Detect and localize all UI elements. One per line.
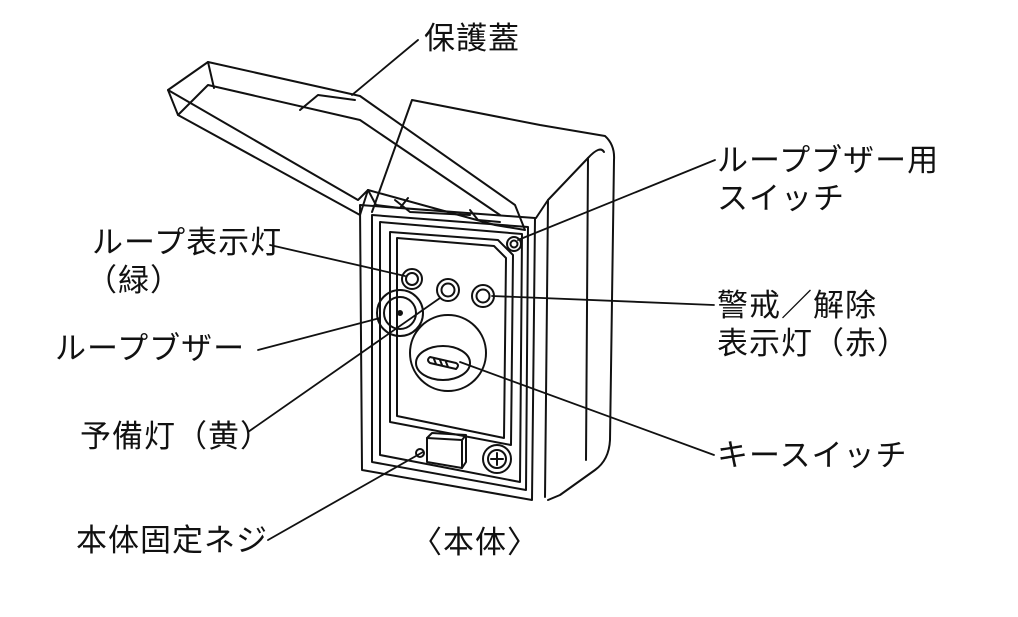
protective-cover	[167, 61, 526, 231]
label-loop-buzzer-switch-line1: ループブザー用	[717, 143, 940, 179]
label-loop-lamp-line2: （緑）	[86, 263, 182, 299]
loop-buzzer-switch-part	[506, 236, 522, 252]
leader-cover	[351, 39, 419, 96]
label-alarm-lamp-line1: 警戒／解除	[717, 288, 877, 324]
leader-loop-buzzer	[257, 317, 381, 351]
leader-loop-buzzer-switch	[517, 159, 716, 241]
bottom-screw-part	[482, 444, 512, 474]
label-loop-lamp-line1: ループ表示灯	[92, 225, 283, 261]
leader-spare-lamp	[247, 297, 441, 433]
leader-alarm-lamp	[491, 295, 715, 306]
label-cover: 保護蓋	[424, 21, 520, 57]
label-key-switch: キースイッチ	[717, 438, 908, 474]
inner-panel	[389, 231, 514, 446]
label-loop-buzzer-switch-line2: スイッチ	[717, 181, 845, 217]
label-spare-lamp: 予備灯（黄）	[80, 419, 272, 455]
label-fixing-screw: 本体固定ネジ	[76, 523, 268, 559]
loop-buzzer-part	[376, 289, 424, 337]
front-bezel	[359, 204, 536, 501]
leader-fixing-screw	[267, 451, 424, 541]
leader-key-switch	[459, 361, 715, 456]
label-alarm-lamp-line2: 表示灯（赤）	[717, 326, 909, 362]
label-loop-buzzer: ループブザー	[55, 331, 246, 367]
fixing-screw-part	[426, 437, 463, 469]
alarm-lamp-part	[471, 284, 495, 308]
housing-outline	[371, 99, 616, 501]
loop-lamp-part	[401, 268, 423, 290]
leader-loop-lamp	[269, 244, 406, 277]
key-switch-part	[409, 314, 487, 392]
caption: 〈本体〉	[411, 525, 539, 561]
spare-lamp-part	[436, 278, 460, 302]
